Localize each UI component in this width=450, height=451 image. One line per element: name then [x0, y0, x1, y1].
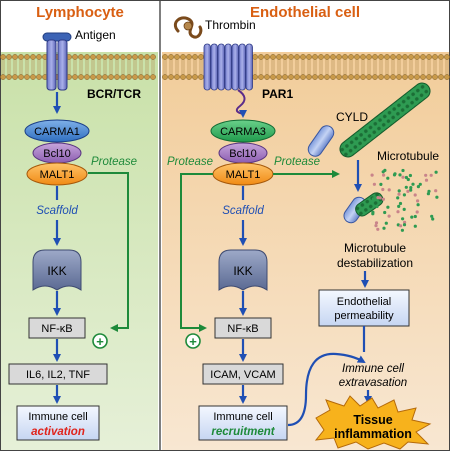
lymphocyte-title: Lymphocyte: [36, 4, 124, 21]
bcl10-oval-left: Bcl10: [32, 142, 82, 164]
top-white-band: [0, 0, 450, 52]
nfkb-box-left: [28, 317, 86, 339]
thrombin-label: Thrombin: [205, 18, 256, 32]
cyld-label: CYLD: [336, 110, 368, 124]
malt1-label-left: MALT1: [40, 169, 75, 181]
malt1-oval-right: MALT1: [212, 162, 274, 186]
thrombin-icon: [173, 16, 203, 39]
targets-box-left: [8, 363, 108, 385]
scaffold-label-left: Scaffold: [36, 205, 78, 217]
scaffold-label-right: Scaffold: [222, 205, 264, 217]
microtubule-label: Microtubule: [377, 149, 439, 163]
plus-icon-right: +: [185, 333, 201, 349]
carma1-oval: CARMA1: [24, 119, 90, 143]
bcl10-oval-right: Bcl10: [218, 142, 268, 164]
targets-label-left: IL6, IL2, TNF: [26, 369, 90, 381]
malt1-label-right: MALT1: [226, 169, 261, 181]
activation-line2: activation: [31, 426, 85, 438]
inflammation-line1: Tissue: [353, 413, 392, 427]
activation-line1: Immune cell: [28, 411, 87, 423]
activation-box: [16, 405, 100, 441]
recruitment-box: [198, 405, 288, 441]
inflammation-burst-icon: [314, 395, 432, 450]
protease-arrow-left: [88, 172, 129, 332]
par1-label: PAR1: [262, 87, 293, 101]
targets-box-right: [202, 363, 284, 385]
carma3-oval: CARMA3: [210, 119, 276, 143]
permeability-line2: permeability: [334, 310, 394, 322]
lymphocyte-membrane: [0, 54, 156, 80]
antigen-label: Antigen: [75, 28, 116, 42]
bcr-tcr-receptor-icon: [42, 32, 72, 91]
destab-line2: destabilization: [337, 256, 413, 270]
extravasation-line1: Immune cell: [342, 363, 404, 375]
par1-ctail: [235, 89, 246, 115]
microtubule-icon: [339, 82, 431, 158]
ikk-icon-right: IKK: [218, 249, 268, 291]
plus-icon-left: +: [92, 333, 108, 349]
ikk-icon-left: IKK: [32, 249, 82, 291]
par1-receptor-icon: [203, 43, 253, 91]
svg-text:+: +: [96, 334, 104, 349]
carma3-label: CARMA3: [220, 126, 266, 138]
endothelial-title: Endothelial cell: [250, 4, 360, 21]
nfkb-label-right: NF-κB: [227, 323, 258, 335]
permeability-box: [318, 289, 410, 327]
recruitment-line1: Immune cell: [213, 411, 272, 423]
protease-arrow-to-nfkb: [180, 173, 213, 332]
extravasation-line2: extravasation: [339, 377, 407, 389]
cyld-icon: [307, 125, 335, 157]
bcl10-label-right: Bcl10: [229, 148, 257, 160]
extravasation-arrow: [287, 352, 366, 427]
svg-text:+: +: [189, 334, 197, 349]
tubulin-dots: [370, 168, 439, 232]
carma1-label: CARMA1: [34, 126, 80, 138]
malt1-oval-left: MALT1: [26, 162, 88, 186]
targets-label-right: ICAM, VCAM: [210, 369, 275, 381]
protease-label-right-left: Protease: [167, 156, 213, 168]
nfkb-box-right: [214, 317, 272, 339]
destab-line1: Microtubule: [344, 241, 406, 255]
broken-microtubule-icon: [343, 192, 384, 224]
permeability-line1: Endothelial: [337, 296, 391, 308]
inflammation-line2: inflammation: [334, 427, 412, 441]
bcr-tcr-label: BCR/TCR: [87, 87, 141, 101]
protease-label-left: Protease: [91, 156, 137, 168]
protease-label-right-right: Protease: [274, 156, 320, 168]
bcl10-label-left: Bcl10: [43, 148, 71, 160]
ikk-label-left: IKK: [47, 264, 66, 278]
recruitment-line2: recruitment: [211, 426, 275, 438]
ikk-label-right: IKK: [233, 264, 252, 278]
nfkb-label-left: NF-κB: [41, 323, 72, 335]
